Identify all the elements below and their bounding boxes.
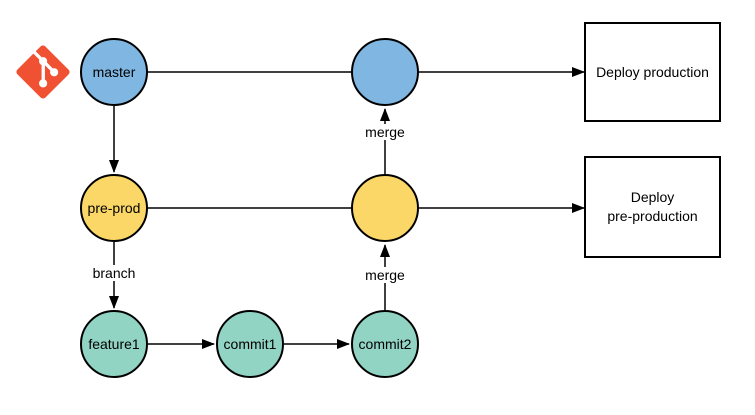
node-merge-pre-production <box>351 174 419 242</box>
node-commit2: commit2 <box>351 310 419 378</box>
node-commit2-label: commit2 <box>358 336 412 352</box>
node-pre-prod-label: pre-prod <box>87 200 141 216</box>
node-master: master <box>80 38 148 106</box>
edge-label-merge-to-master: merge <box>362 124 408 140</box>
node-merge-production <box>351 38 419 106</box>
node-pre-prod: pre-prod <box>80 174 148 242</box>
node-master-label: master <box>92 64 136 80</box>
node-commit1-label: commit1 <box>223 336 277 352</box>
node-commit1: commit1 <box>216 310 284 378</box>
edge-label-merge-to-pre-prod: merge <box>362 267 408 283</box>
edge-label-branch: branch <box>89 265 139 281</box>
box-deploy-production: Deploy production <box>584 22 721 122</box>
git-logo-icon <box>16 45 70 99</box>
node-feature1-label: feature1 <box>88 336 140 352</box>
node-feature1: feature1 <box>80 310 148 378</box>
box-deploy-pre-production: Deploy pre-production <box>584 156 721 258</box>
